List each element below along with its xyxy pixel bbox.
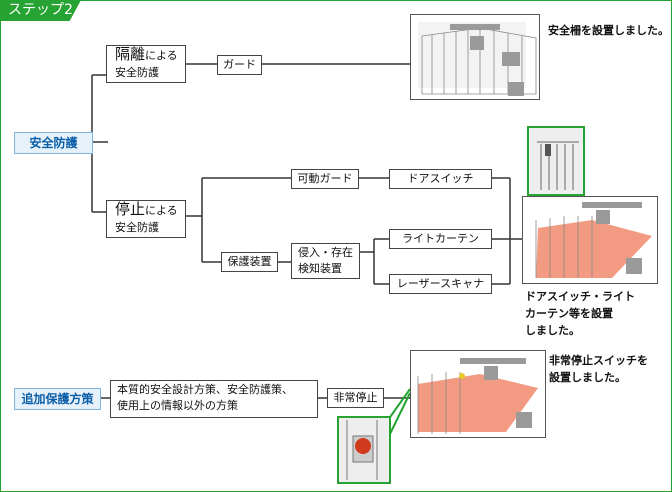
node-other-measures: 本質的安全設計方策、安全防護策、 使用上の情報以外の方策	[110, 380, 318, 418]
caption-emergency-stop: 非常停止スイッチを 設置しました。	[549, 352, 648, 386]
other-measures-line2: 使用上の情報以外の方策	[117, 399, 238, 412]
caption-fence: 安全柵を設置しました。	[548, 24, 669, 37]
stop-line2: 安全防護	[115, 221, 159, 234]
caption-door-line3: しました。	[525, 324, 580, 337]
node-isolation-protection: 隔離による 安全防護	[106, 45, 186, 83]
emergency-stop-layout-illustration	[410, 350, 546, 438]
category-additional-measures: 追加保護方策	[14, 388, 101, 410]
node-movable-guard: 可動ガード	[291, 169, 359, 189]
node-emergency-stop: 非常停止	[327, 388, 384, 408]
node-protective-device: 保護装置	[221, 252, 278, 272]
node-guard: ガード	[217, 55, 262, 75]
node-light-curtain: ライトカーテン	[389, 229, 492, 249]
caption-door-line2: カーテン等を設置	[525, 307, 613, 320]
stop-small-label: による	[145, 204, 178, 217]
isolation-line2: 安全防護	[115, 66, 159, 79]
node-stop-protection: 停止による 安全防護	[106, 200, 186, 238]
caption-door-line1: ドアスイッチ・ライト	[525, 290, 635, 303]
door-curtain-illustration	[522, 196, 658, 284]
node-laser-scanner: レーザースキャナ	[389, 274, 492, 294]
stop-big-label: 停止	[115, 200, 146, 218]
isolation-big-label: 隔離	[115, 45, 146, 63]
category-safety-protection: 安全防護	[14, 132, 93, 154]
emergency-stop-detail-illustration	[337, 416, 391, 484]
intrusion-line1: 侵入・存在	[298, 246, 353, 259]
caption-estop-line2: 設置しました。	[549, 371, 626, 384]
node-door-switch: ドアスイッチ	[389, 169, 492, 189]
emergency-stop-button-icon	[355, 438, 371, 454]
step-label: ステップ2	[0, 0, 81, 21]
intrusion-line2: 検知装置	[298, 262, 342, 275]
node-intrusion-detector: 侵入・存在 検知装置	[291, 243, 360, 279]
caption-estop-line1: 非常停止スイッチを	[549, 354, 648, 367]
other-measures-line1: 本質的安全設計方策、安全防護策、	[117, 383, 293, 396]
fence-illustration	[410, 14, 540, 100]
door-switch-detail-illustration	[527, 126, 585, 196]
isolation-small-label: による	[145, 49, 178, 62]
caption-door-switch: ドアスイッチ・ライト カーテン等を設置 しました。	[525, 288, 635, 339]
